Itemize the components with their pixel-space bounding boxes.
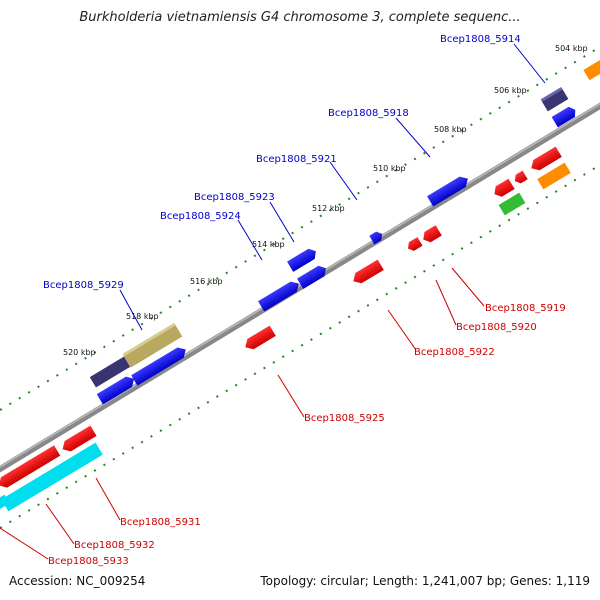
gene-red-mid-1[interactable] bbox=[491, 178, 515, 200]
genome-summary-text: Topology: circular; Length: 1,241,007 bp… bbox=[260, 574, 590, 588]
gene-label[interactable]: Bcep1808_5920 bbox=[456, 322, 537, 333]
gene-red-small[interactable] bbox=[405, 237, 423, 253]
gene-cyan[interactable] bbox=[1, 442, 103, 512]
gene-orange-2[interactable] bbox=[537, 162, 571, 190]
gene-bcep1808-5924[interactable] bbox=[258, 279, 302, 312]
page-title: Burkholderia vietnamiensis G4 chromosome… bbox=[79, 10, 521, 25]
gene-label[interactable]: Bcep1808_5918 bbox=[328, 108, 409, 119]
gene-bcep1808-5925[interactable] bbox=[242, 325, 276, 353]
gene-bcep1808-5914-b[interactable] bbox=[551, 105, 579, 128]
gene-label[interactable]: Bcep1808_5933 bbox=[48, 556, 129, 567]
gene-label[interactable]: Bcep1808_5923 bbox=[194, 192, 275, 203]
gene-label[interactable]: Bcep1808_5929 bbox=[43, 280, 124, 291]
gene-features[interactable] bbox=[0, 59, 600, 512]
kbp-label: 506 kbp bbox=[494, 86, 527, 95]
gene-label[interactable]: Bcep1808_5925 bbox=[304, 413, 385, 424]
gene-bcep1808-5921[interactable] bbox=[297, 263, 329, 289]
gene-bcep1808-5922[interactable] bbox=[350, 259, 384, 287]
chromosome-backbone bbox=[0, 102, 600, 473]
gene-label[interactable]: Bcep1808_5932 bbox=[74, 540, 155, 551]
gene-bcep1808-5919[interactable] bbox=[528, 146, 562, 174]
gene-orange-1[interactable] bbox=[583, 59, 600, 81]
gene-bcep1808-5933[interactable] bbox=[0, 494, 10, 510]
kbp-label: 514 kbp bbox=[252, 240, 285, 249]
kbp-label: 512 kbp bbox=[312, 204, 345, 213]
kbp-label: 516 kbp bbox=[190, 277, 223, 286]
gene-bcep1808-5923[interactable] bbox=[287, 246, 319, 272]
gene-labels: Bcep1808_5914 Bcep1808_5918 Bcep1808_592… bbox=[43, 34, 566, 567]
gene-bcep1808-5932[interactable] bbox=[0, 445, 61, 490]
accession-text: Accession: NC_009254 bbox=[9, 574, 146, 588]
gene-label[interactable]: Bcep1808_5921 bbox=[256, 154, 337, 165]
gene-green[interactable] bbox=[498, 192, 526, 216]
chromosome-backbone-highlight bbox=[0, 103, 600, 468]
kbp-label: 504 kbp bbox=[555, 44, 588, 53]
kbp-label: 520 kbp bbox=[63, 348, 96, 357]
gene-dark-purple-2[interactable] bbox=[89, 356, 131, 388]
gene-label[interactable]: Bcep1808_5924 bbox=[160, 211, 241, 222]
gene-bcep1808-5929[interactable] bbox=[122, 322, 183, 368]
gene-label[interactable]: Bcep1808_5931 bbox=[120, 517, 201, 528]
gene-blue-long[interactable] bbox=[131, 344, 189, 386]
gene-bcep1808-5914[interactable] bbox=[540, 86, 569, 112]
gene-bcep1808-5931[interactable] bbox=[59, 425, 97, 455]
kbp-scale-labels: 504 kbp 506 kbp 508 kbp 510 kbp 512 kbp … bbox=[63, 44, 588, 357]
label-leader-lines bbox=[0, 43, 546, 560]
gene-bcep1808-5920[interactable] bbox=[420, 225, 442, 245]
outer-tick-track bbox=[0, 46, 600, 411]
kbp-label: 510 kbp bbox=[373, 164, 406, 173]
kbp-label: 518 kbp bbox=[126, 312, 159, 321]
gene-label[interactable]: Bcep1808_5914 bbox=[440, 34, 521, 45]
gene-label[interactable]: Bcep1808_5922 bbox=[414, 347, 495, 358]
gene-small-forward[interactable] bbox=[369, 230, 384, 245]
gene-label[interactable]: Bcep1808_5919 bbox=[485, 303, 566, 314]
gene-blue-left[interactable] bbox=[96, 374, 137, 405]
kbp-label: 508 kbp bbox=[434, 125, 467, 134]
gene-bcep1808-5918[interactable] bbox=[427, 174, 471, 207]
gene-red-mid-2[interactable] bbox=[512, 170, 528, 186]
inner-tick-track bbox=[0, 164, 600, 529]
